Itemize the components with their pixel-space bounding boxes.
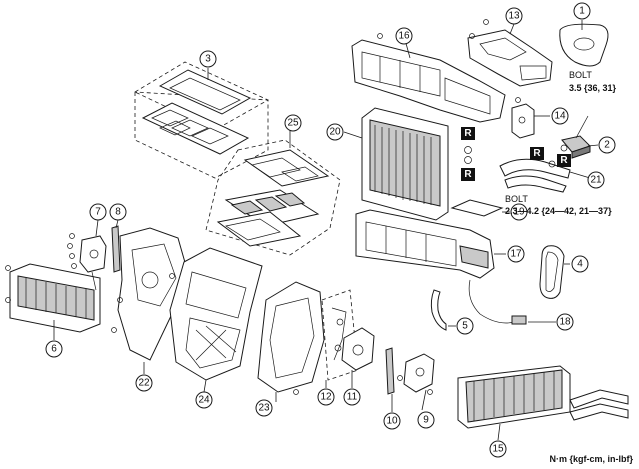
callout-22: 22 xyxy=(138,378,150,389)
part-6-drawing xyxy=(9,263,101,333)
callout-16: 16 xyxy=(398,31,410,42)
callout-23: 23 xyxy=(258,403,270,414)
part-24-drawing xyxy=(169,247,263,381)
part-25-drawing xyxy=(205,139,341,256)
callout-2: 2 xyxy=(604,140,610,151)
callout-7: 7 xyxy=(95,207,101,218)
part-18-drawing xyxy=(468,279,527,325)
part-9-drawing xyxy=(403,353,435,393)
callout-1: 1 xyxy=(579,6,585,17)
part-11-drawing xyxy=(341,327,375,371)
r-markers xyxy=(461,127,571,181)
r-marker-label: R xyxy=(533,148,541,159)
part-13-drawing xyxy=(467,29,553,87)
part-3-drawing xyxy=(134,61,269,179)
part-4-drawing xyxy=(539,245,565,299)
part-14-drawing xyxy=(511,103,535,139)
callout-13: 13 xyxy=(508,11,520,22)
bolt-upper-value: 3.5 {36, 31} xyxy=(569,83,617,93)
callout-21: 21 xyxy=(590,175,602,186)
callout-8: 8 xyxy=(115,207,121,218)
o-rings xyxy=(464,144,568,168)
callout-19: 19 xyxy=(513,207,525,218)
bolt-lower-value: 2.3—4.2 {24—42, 21—37} xyxy=(505,206,612,216)
callout-4: 4 xyxy=(577,259,583,270)
r-marker-label: R xyxy=(560,155,568,166)
unit-note: N·m {kgf-cm, in-lbf} xyxy=(549,454,633,464)
callout-11: 11 xyxy=(347,392,358,403)
callout-6: 6 xyxy=(51,344,57,355)
callout-9: 9 xyxy=(423,415,429,426)
callout-3: 3 xyxy=(205,54,211,65)
part-23-drawing xyxy=(257,281,325,393)
part-16-drawing xyxy=(351,39,506,123)
screws xyxy=(5,19,521,395)
r-marker-label: R xyxy=(464,128,472,139)
callout-14: 14 xyxy=(554,111,566,122)
part-21-drawing xyxy=(499,158,571,193)
part-2-drawing xyxy=(561,115,591,159)
part-1-drawing xyxy=(559,23,609,67)
callout-12: 12 xyxy=(320,392,332,403)
part-22-drawing xyxy=(117,227,191,361)
part-15-drawing xyxy=(457,365,629,429)
callout-10: 10 xyxy=(386,416,398,427)
part-8-drawing xyxy=(111,225,121,273)
callout-15: 15 xyxy=(492,444,504,455)
part-17-drawing xyxy=(355,209,495,279)
callout-18: 18 xyxy=(559,317,571,328)
callout-circles xyxy=(45,2,616,458)
part-7-drawing xyxy=(79,235,107,291)
callout-24: 24 xyxy=(198,395,210,406)
callout-5: 5 xyxy=(462,321,468,332)
part-12-drawing xyxy=(321,289,359,381)
callout-17: 17 xyxy=(510,249,522,260)
part-20-drawing xyxy=(361,107,449,221)
part-10-drawing xyxy=(385,347,395,395)
bolt-lower-title: BOLT xyxy=(505,194,528,204)
callout-25: 25 xyxy=(287,118,299,129)
callout-20: 20 xyxy=(329,127,341,138)
r-marker-label: R xyxy=(464,169,472,180)
part-5-drawing xyxy=(430,289,447,331)
part-19-drawing xyxy=(450,199,504,217)
bolt-upper-title: BOLT xyxy=(569,70,592,80)
